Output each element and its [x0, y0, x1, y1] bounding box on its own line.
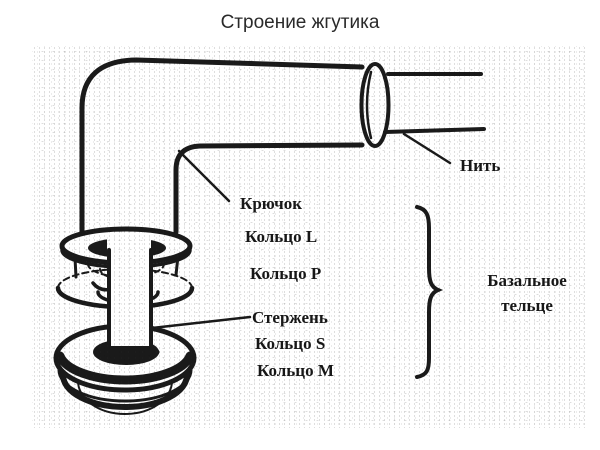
m-ring-arc-2	[60, 372, 190, 410]
rod-leader-line	[150, 315, 252, 330]
s-ring-thick-rim	[55, 351, 195, 385]
l-ring-hidden-arc	[87, 263, 165, 278]
label-ring-m: Кольцо M	[257, 361, 334, 380]
rod-face	[107, 250, 153, 346]
filament-drawing	[383, 72, 486, 134]
basal-body-brace	[415, 205, 444, 379]
leader-lines	[150, 132, 452, 330]
label-hook: Крючок	[240, 194, 303, 213]
filament-leader-line	[402, 132, 452, 165]
hook-end-ellipse	[359, 62, 391, 148]
label-basal-body: Базальное тельце	[487, 271, 567, 315]
m-ring-arc-3	[77, 380, 173, 415]
figure-title: Строение жгутика	[220, 12, 380, 33]
label-rod: Стержень	[252, 308, 328, 327]
hook-outer-outline	[79, 57, 365, 241]
label-filament: Нить	[460, 156, 501, 175]
label-ring-s: Кольцо S	[255, 334, 326, 353]
hook-end-inner-arc	[365, 70, 373, 140]
s-ring-hole-front-arc	[93, 349, 160, 365]
hook-leader-line	[177, 149, 231, 203]
hook-drawing	[79, 57, 391, 241]
label-ring-l: Кольцо L	[245, 227, 318, 246]
label-ring-p: Кольцо P	[250, 264, 322, 283]
hook-inner-outline	[173, 142, 365, 235]
filament-bottom-line	[383, 127, 486, 134]
rod-drawing	[93, 248, 160, 365]
